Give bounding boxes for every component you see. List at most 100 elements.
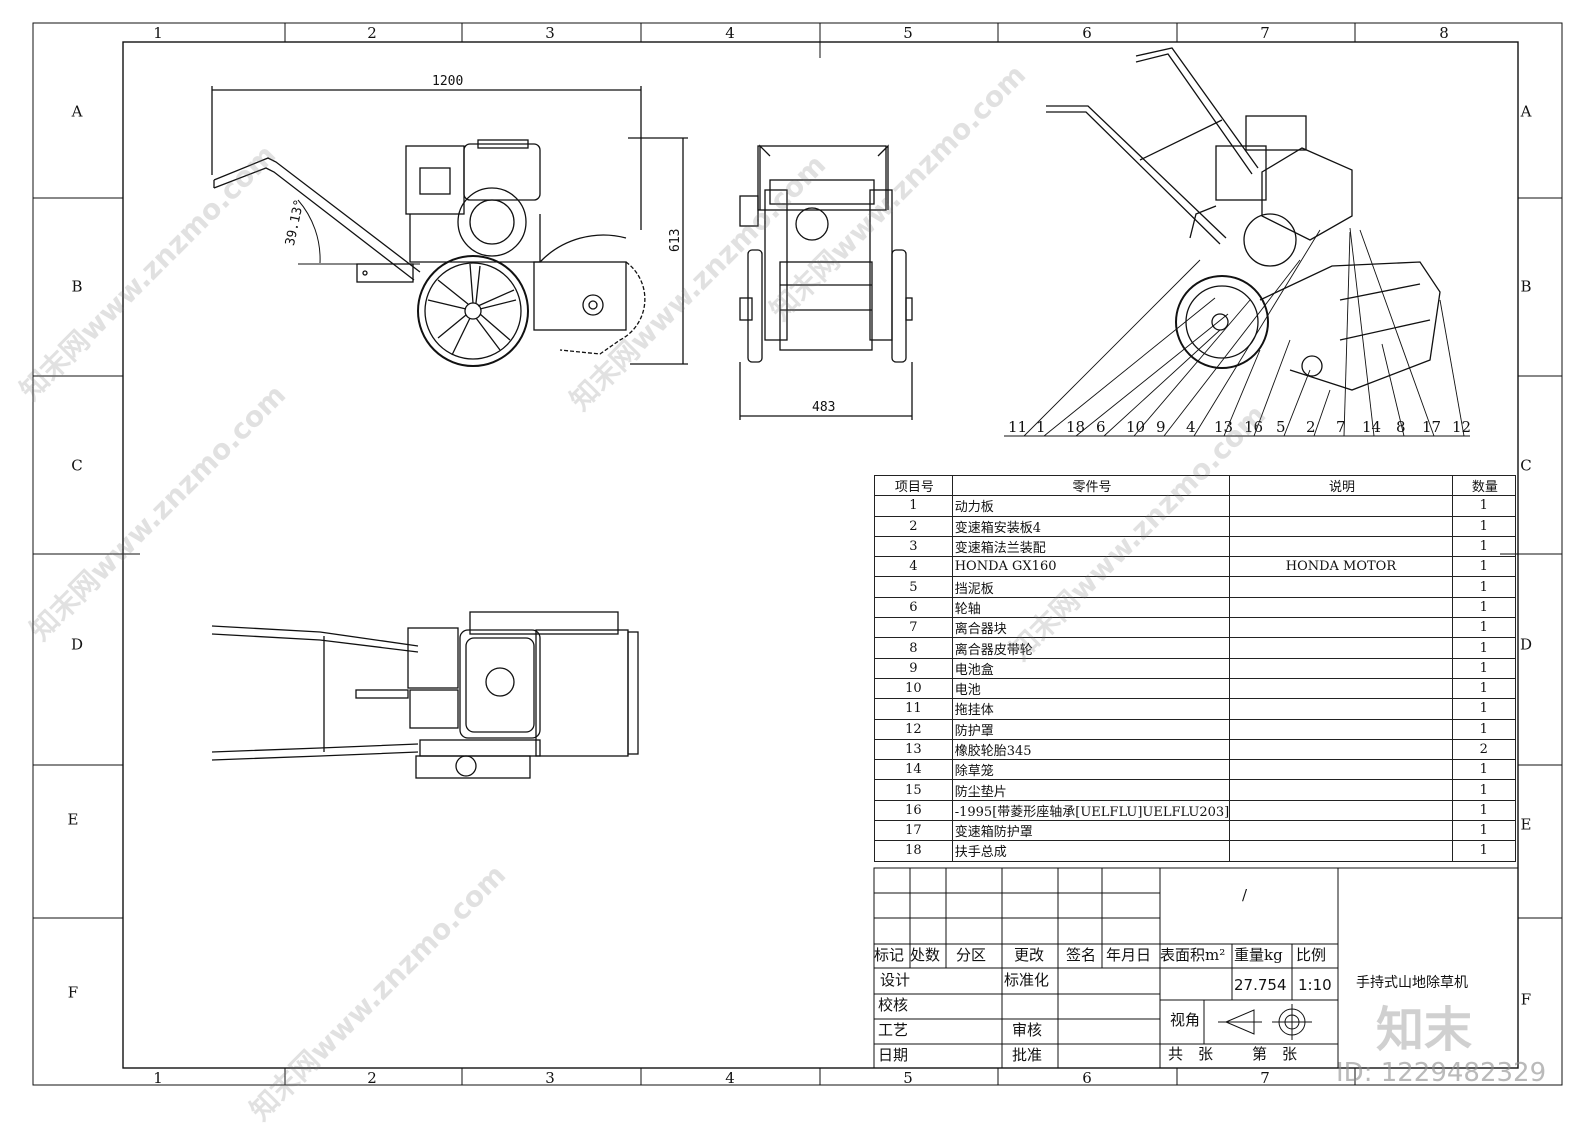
watermark-logo: 知末 [1376, 1002, 1473, 1058]
bom-cell-desc [1229, 515, 1453, 537]
bom-cell-part: 除草笼 [951, 759, 1231, 781]
bom-cell-qty: 1 [1451, 698, 1517, 720]
balloon-2: 2 [1306, 418, 1316, 436]
tb-weight-label: 重量kg [1234, 946, 1283, 964]
bom-cell-part: 橡胶轮胎345 [951, 738, 1231, 761]
bom-cell-no: 18 [874, 840, 953, 862]
bom-cell-desc [1229, 718, 1453, 740]
bom-cell-no: 17 [874, 820, 953, 842]
bom-cell-part: 离合器皮带轮 [951, 637, 1231, 659]
bom-cell-part: 电池盒 [951, 657, 1231, 679]
watermark-id: ID: 1229482329 [1336, 1058, 1547, 1088]
bom-cell-desc [1229, 738, 1453, 761]
tb-weight-value: 27.754 [1234, 976, 1287, 994]
bom-cell-qty: 1 [1451, 576, 1517, 598]
title-slash: / [1242, 886, 1248, 904]
zone-col-5: 5 [903, 24, 913, 42]
balloon-row: 11 1 18 6 10 9 4 13 16 5 2 7 14 8 17 12 [1004, 418, 1484, 438]
bom-cell-desc [1229, 698, 1453, 720]
balloon-16: 16 [1244, 418, 1264, 436]
tb-sign: 签名 [1066, 946, 1097, 964]
zone-row-a: A [71, 102, 83, 121]
tb-scale-label: 比例 [1296, 946, 1327, 964]
tb-change: 更改 [1014, 946, 1045, 964]
bom-cell-desc: HONDA MOTOR [1229, 556, 1453, 578]
bom-cell-qty: 2 [1451, 738, 1517, 761]
bom-cell-no: 3 [874, 535, 953, 558]
bom-cell-qty: 1 [1451, 495, 1517, 517]
bom-header-row: 项目号 零件号 说明 数量 [874, 474, 1517, 497]
zone-col-3: 3 [545, 24, 555, 42]
zone-col-7: 7 [1260, 24, 1270, 42]
zone-col-2-bottom: 2 [367, 1069, 377, 1087]
balloon-1: 1 [1036, 418, 1046, 436]
zone-row-d-right: D [1519, 635, 1533, 654]
bom-cell-part: 扶手总成 [951, 840, 1231, 862]
balloon-5: 5 [1276, 418, 1286, 436]
bom-header-qty: 数量 [1451, 474, 1517, 497]
bom-cell-part: HONDA GX160 [951, 556, 1231, 578]
bom-cell-part: -1995[带菱形座轴承[UELFLU]UELFLU203] [951, 799, 1231, 822]
tb-approve: 批准 [1012, 1046, 1043, 1064]
tb-standard: 标准化 [1004, 971, 1050, 989]
bom-cell-qty: 1 [1451, 677, 1517, 700]
bom-cell-no: 12 [874, 718, 953, 740]
bom-cell-desc [1229, 779, 1453, 801]
tb-check: 校核 [878, 996, 909, 1014]
bom-cell-part: 变速箱法兰装配 [951, 535, 1231, 558]
bom-cell-no: 10 [874, 677, 953, 700]
bom-cell-part: 防护罩 [951, 718, 1231, 740]
bom-cell-part: 变速箱安装板4 [951, 515, 1231, 537]
bom-cell-no: 1 [874, 495, 953, 517]
front-view [739, 144, 913, 420]
bom-cell-part: 电池 [951, 677, 1231, 700]
bom-cell-qty: 1 [1451, 718, 1517, 740]
bom-cell-desc [1229, 820, 1453, 842]
bom-cell-no: 16 [874, 799, 953, 822]
bom-cell-part: 挡泥板 [951, 576, 1231, 598]
zone-col-5-bottom: 5 [903, 1069, 913, 1087]
tb-count: 处数 [910, 946, 941, 964]
tb-review: 审核 [1012, 1021, 1043, 1039]
zone-ticks [33, 23, 1562, 1085]
bom-cell-qty: 1 [1451, 657, 1517, 679]
zone-row-e: E [67, 810, 79, 829]
balloon-10: 10 [1126, 418, 1146, 436]
balloon-9: 9 [1156, 418, 1166, 436]
title-block-grid [873, 867, 1519, 1069]
zone-row-f-right: F [1520, 990, 1532, 1009]
balloon-4: 4 [1186, 418, 1196, 436]
bom-cell-no: 13 [874, 738, 953, 761]
tb-sheet-no: 第 张 [1252, 1045, 1298, 1063]
bom-cell-part: 防尘垫片 [951, 779, 1231, 801]
bom-cell-qty: 1 [1451, 535, 1517, 558]
bom-cell-no: 14 [874, 759, 953, 781]
zone-row-c-right: C [1520, 456, 1532, 475]
bom-cell-desc [1229, 637, 1453, 659]
balloon-14: 14 [1362, 418, 1382, 436]
bom-cell-desc [1229, 617, 1453, 639]
tb-total-sheets: 共 张 [1168, 1045, 1214, 1063]
bom-cell-no: 15 [874, 779, 953, 801]
zone-col-8: 8 [1439, 24, 1449, 42]
bom-cell-desc [1229, 759, 1453, 781]
dim-height: 613 [668, 228, 683, 252]
bom-cell-no: 6 [874, 596, 953, 619]
bom-cell-qty: 1 [1451, 779, 1517, 801]
bom-cell-no: 9 [874, 657, 953, 679]
tb-design: 设计 [880, 971, 911, 989]
bom-header-part: 零件号 [951, 474, 1231, 497]
dim-length: 1200 [432, 74, 464, 89]
bom-row: 16-1995[带菱形座轴承[UELFLU]UELFLU203]1 [874, 799, 1517, 822]
